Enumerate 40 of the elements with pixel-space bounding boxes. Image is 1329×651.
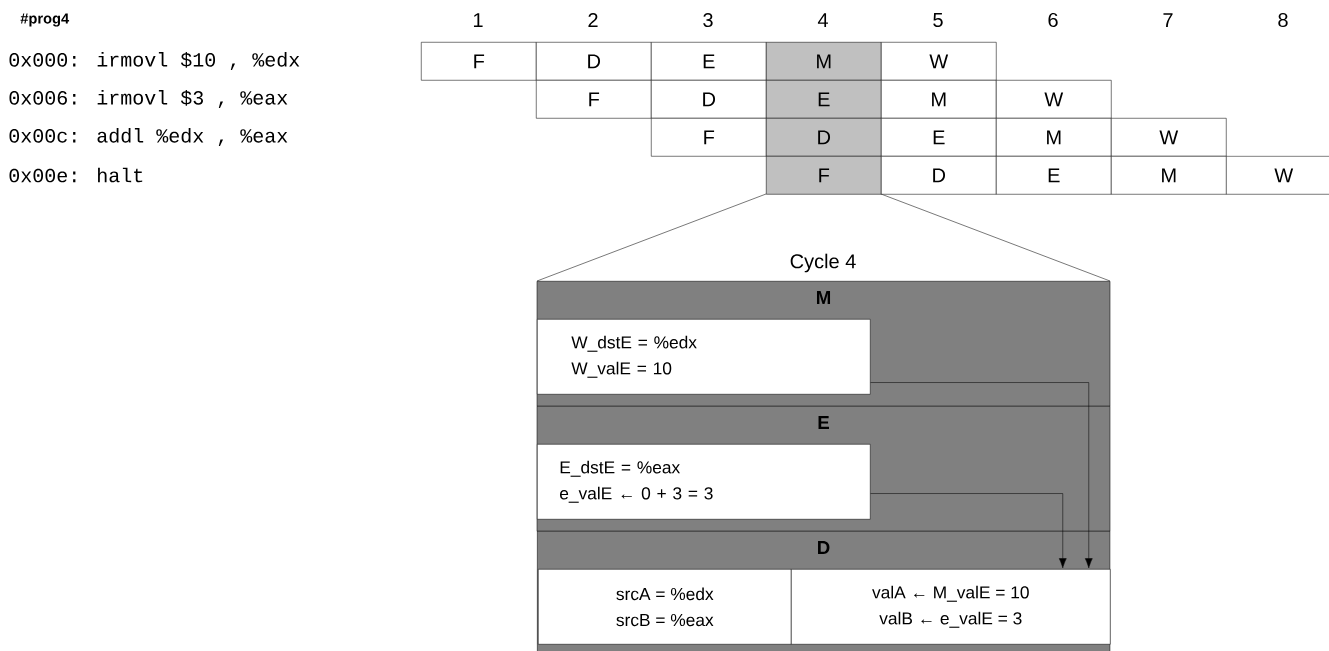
stage-cell: W [996, 80, 1112, 119]
stage-cell: F [536, 80, 652, 119]
stage-cell: M [1111, 156, 1227, 195]
code-line: 0x006: irmovl $3 , %eax [9, 90, 288, 108]
stage-cell: W [1226, 156, 1329, 195]
stage-cell: D [766, 118, 882, 157]
column-number: 2 [588, 13, 598, 27]
stage-cell: E [651, 42, 767, 81]
column-number: 7 [1163, 13, 1173, 27]
stage-cell: E [996, 156, 1112, 195]
code-line: 0x00c: addl %edx , %eax [9, 128, 288, 146]
stage-cell: M [881, 80, 997, 119]
stage-cell: F [651, 118, 767, 157]
column-number: 4 [817, 13, 828, 27]
column-number: 3 [703, 12, 713, 28]
register-box: srcA = %edx srcB = %eax [538, 569, 792, 645]
stage-cell: F [421, 42, 537, 81]
column-number: 1 [473, 13, 483, 27]
title: #prog4 [20, 13, 70, 27]
arrow [870, 382, 1093, 569]
register-box: E_dstE = %eax e_valE ← 0 + 3 = 3 [537, 444, 871, 520]
stage-cell: E [766, 80, 882, 119]
stage-cell: W [881, 42, 997, 81]
arrow [870, 493, 1067, 569]
panel-heading: Cycle 4 [790, 253, 856, 273]
stage-cell: M [766, 42, 882, 81]
column-number: 8 [1278, 12, 1288, 28]
stage-cell: W [1111, 118, 1227, 157]
stage-cell: E [881, 118, 997, 157]
register-box: W_dstE = %edx W_valE = 10 [537, 319, 871, 395]
code-line: 0x00e: halt [9, 167, 143, 183]
register-box: valA ← M_valE = 10 valB ← e_valE = 3 [791, 569, 1111, 645]
code-line: 0x000: irmovl $10 , %edx [9, 52, 300, 70]
stage-cell: F [766, 156, 882, 195]
stage-cell: D [536, 42, 652, 81]
column-number: 5 [933, 13, 943, 27]
stage-cell: D [651, 80, 767, 119]
column-number: 6 [1048, 12, 1058, 28]
stage-cell: M [996, 118, 1112, 157]
stage-cell: D [881, 156, 997, 195]
